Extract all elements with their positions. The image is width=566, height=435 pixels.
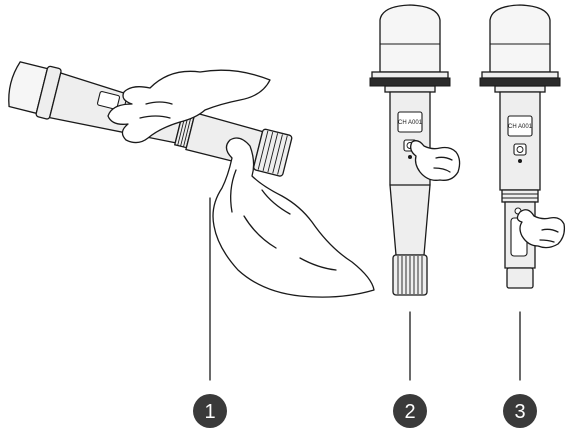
microphone-icon: CH A001	[479, 4, 561, 289]
microphone-icon: CH A001	[369, 4, 451, 296]
hand-icon	[212, 137, 375, 298]
step-1-illustration	[8, 61, 375, 381]
step-2-badge: 2	[393, 394, 427, 428]
step-2-illustration: CH A001	[369, 4, 461, 381]
hand-icon	[107, 69, 271, 144]
step-3-illustration: CH A001	[479, 4, 566, 381]
step-1-number: 1	[204, 401, 215, 423]
step-2-lcd-text: CH A001	[398, 120, 423, 126]
step-3-badge: 3	[503, 394, 537, 428]
step-3-lcd-text: CH A001	[508, 124, 533, 130]
step-3-number: 3	[514, 401, 525, 423]
power-icon	[513, 143, 527, 156]
hand-icon	[516, 209, 566, 249]
step-1-badge: 1	[193, 394, 227, 428]
step-2-number: 2	[404, 401, 415, 423]
